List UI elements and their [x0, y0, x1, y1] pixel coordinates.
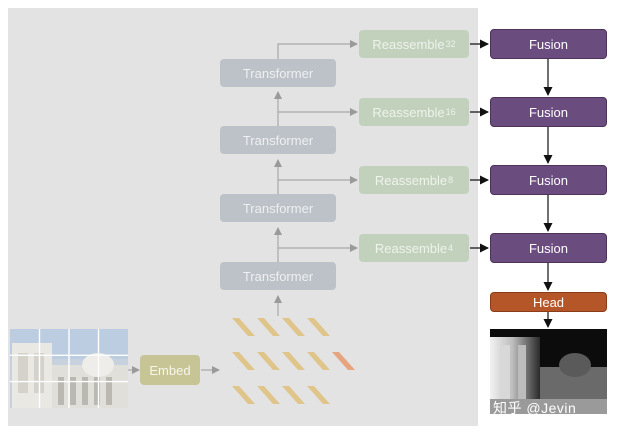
- readout-token-patch: [332, 352, 355, 370]
- token-patch: [257, 352, 280, 370]
- token-patch: [232, 352, 255, 370]
- token-grid: [232, 318, 355, 404]
- token-patch: [232, 318, 255, 336]
- transformer-block-label: Transformer: [243, 201, 313, 216]
- token-patch: [282, 386, 305, 404]
- reassemble-subscript: 16: [446, 107, 456, 117]
- transformer-block-label: Transformer: [243, 269, 313, 284]
- reassemble-label: Reassemble: [375, 241, 447, 256]
- reassemble-subscript: 8: [448, 175, 453, 185]
- transformer-block-1: Transformer: [220, 262, 336, 290]
- token-patch: [307, 386, 330, 404]
- head-block: Head: [490, 292, 607, 312]
- embed-label: Embed: [149, 363, 190, 378]
- arrow-to-reassemble32: [278, 44, 357, 60]
- fusion-label: Fusion: [529, 37, 568, 52]
- watermark: 知乎 @Jevin: [493, 398, 576, 418]
- head-label: Head: [533, 295, 564, 310]
- token-patch: [307, 352, 330, 370]
- token-patch: [282, 318, 305, 336]
- embed-block: Embed: [140, 355, 200, 385]
- token-patch: [307, 318, 330, 336]
- input-image: [10, 329, 128, 408]
- transformer-block-label: Transformer: [243, 66, 313, 81]
- transformer-block-label: Transformer: [243, 133, 313, 148]
- reassemble-subscript: 32: [446, 39, 456, 49]
- fusion-block-3: Fusion: [490, 165, 607, 195]
- fusion-label: Fusion: [529, 241, 568, 256]
- fusion-block-4: Fusion: [490, 233, 607, 263]
- transformer-block-3: Transformer: [220, 126, 336, 154]
- reassemble-label: Reassemble: [372, 37, 444, 52]
- token-patch: [282, 352, 305, 370]
- reassemble-subscript: 4: [448, 243, 453, 253]
- transformer-block-4: Transformer: [220, 59, 336, 87]
- fusion-label: Fusion: [529, 105, 568, 120]
- token-patch: [232, 386, 255, 404]
- fusion-block-2: Fusion: [490, 97, 607, 127]
- token-patch: [257, 386, 280, 404]
- fusion-label: Fusion: [529, 173, 568, 188]
- reassemble-label: Reassemble: [375, 173, 447, 188]
- transformer-block-2: Transformer: [220, 194, 336, 222]
- fusion-block-1: Fusion: [490, 29, 607, 59]
- reassemble-label: Reassemble: [372, 105, 444, 120]
- token-patch: [257, 318, 280, 336]
